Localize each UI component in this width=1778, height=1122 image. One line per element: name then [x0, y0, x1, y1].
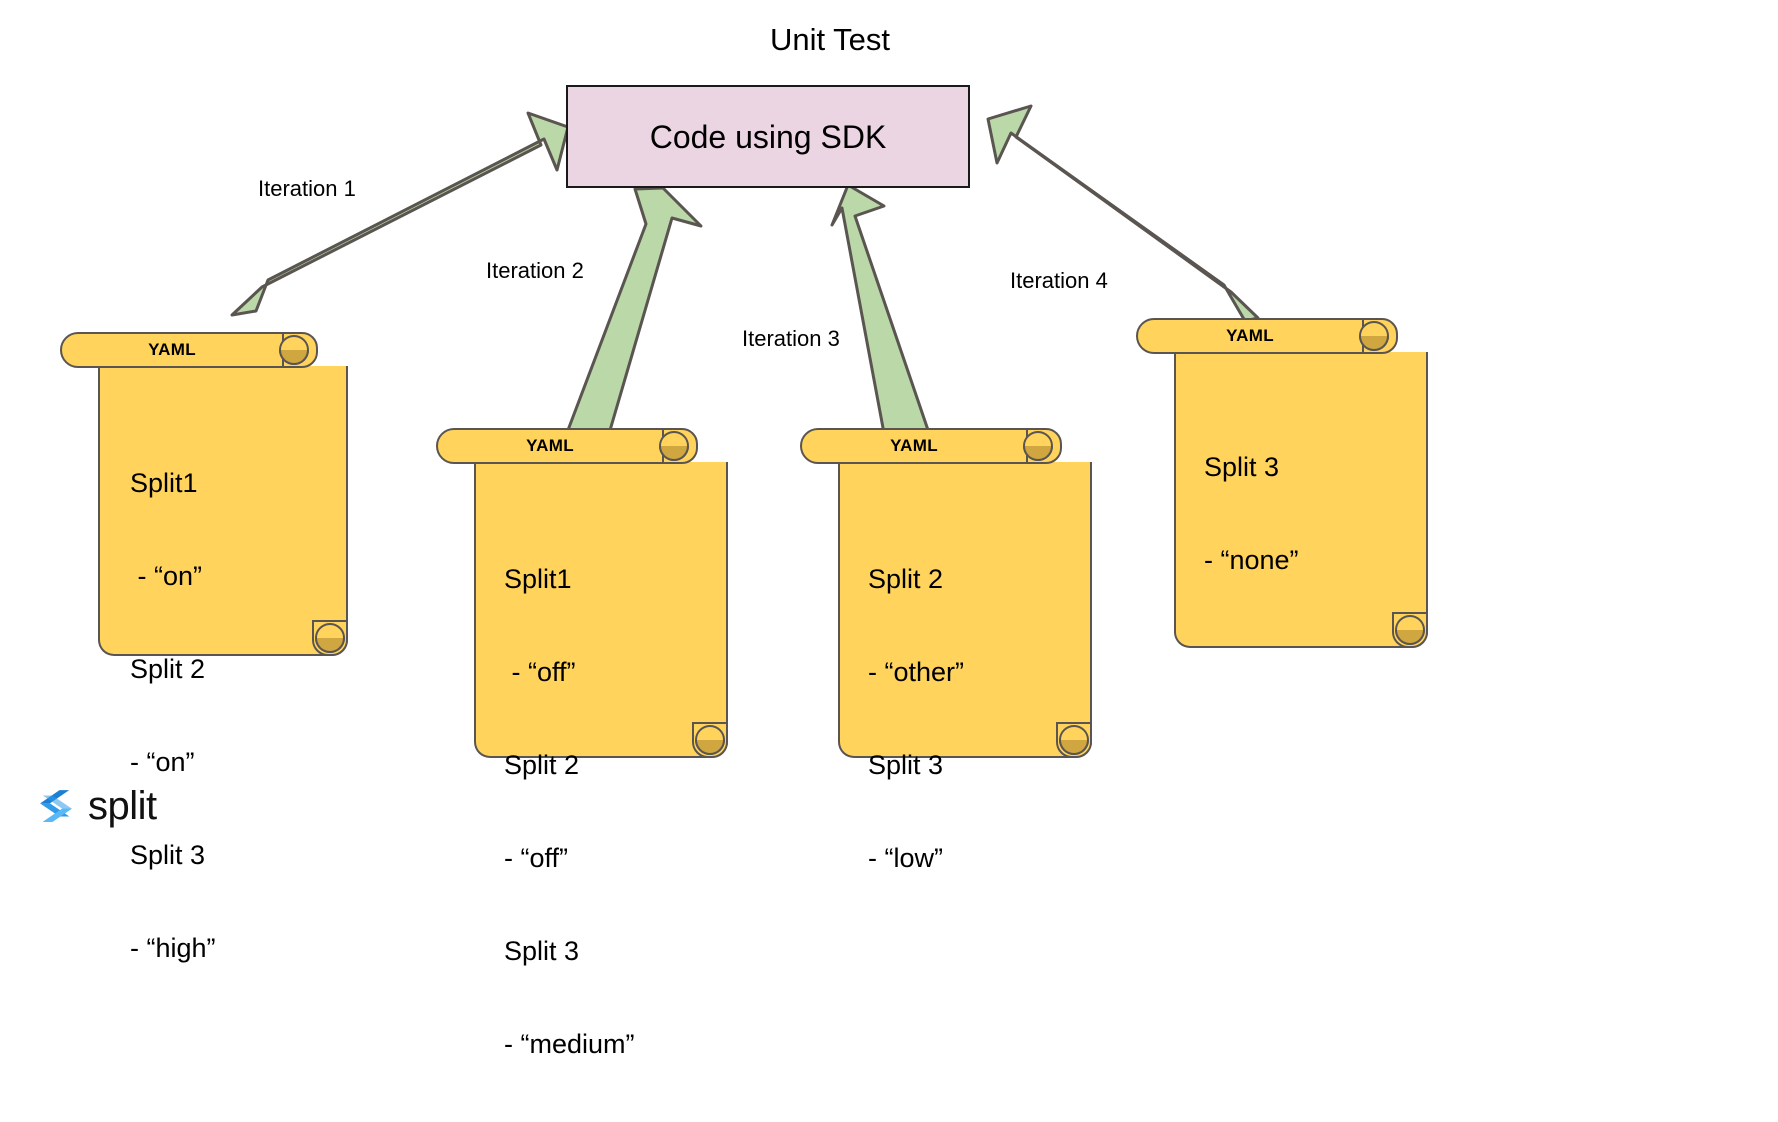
yaml-line: - “high” [130, 933, 216, 963]
yaml-line: - “on” [130, 561, 203, 591]
process-box-label: Code using SDK [649, 118, 887, 155]
yaml-line: Split1 [130, 468, 198, 498]
yaml-document-2-content: Split1 - “off” Split 2 - “off” Split 3 -… [504, 502, 635, 1122]
diagram-canvas: Unit Test Code using SDK Iteration 1 Ite… [34, 22, 1436, 1059]
yaml-document-2-type-label: YAML [526, 436, 574, 455]
yaml-document-4-header: YAML [1136, 318, 1380, 354]
diagram-title: Unit Test [769, 22, 891, 57]
yaml-document-2-header: YAML [436, 428, 680, 464]
yaml-document-1-content: Split1 - “on” Split 2 - “on” Split 3 - “… [130, 406, 216, 1026]
yaml-document-4-body [1174, 352, 1428, 648]
yaml-line: - “medium” [504, 1029, 635, 1059]
yaml-document-1[interactable]: YAML Split1 - “on” Split 2 - “on” Split … [60, 332, 355, 963]
yaml-document-3-type-label: YAML [890, 436, 938, 455]
yaml-line: Split 2 [504, 750, 580, 780]
yaml-document-4[interactable]: YAML Split 3 - “none” [1136, 318, 1436, 648]
yaml-document-2-body [474, 462, 728, 758]
arrow-iteration-3 [830, 183, 930, 446]
process-box-code-using-sdk[interactable]: Code using SDK [566, 85, 970, 188]
yaml-document-1-header: YAML [60, 332, 300, 368]
yaml-document-3[interactable]: YAML Split 2 - “other” Split 3 - “low” [800, 428, 1100, 873]
yaml-line: Split1 [504, 564, 572, 594]
edge-label-iteration-1: Iteration 1 [258, 176, 356, 201]
yaml-document-3-header: YAML [800, 428, 1044, 464]
yaml-line: Split 2 [130, 654, 206, 684]
brand-wordmark: split [88, 784, 157, 828]
yaml-line: Split 3 [130, 840, 206, 870]
yaml-line: - “on” [130, 747, 195, 777]
arrow-iteration-2 [563, 186, 703, 446]
yaml-line: Split 3 [504, 936, 580, 966]
yaml-document-4-type-label: YAML [1226, 326, 1274, 345]
yaml-line: Split 2 [868, 564, 944, 594]
yaml-line: - “none” [1204, 545, 1299, 575]
edge-label-iteration-4: Iteration 4 [1010, 268, 1108, 293]
yaml-document-3-body [838, 462, 1092, 758]
yaml-line: - “other” [868, 657, 965, 687]
yaml-line: Split 3 [868, 750, 944, 780]
yaml-line: - “off” [504, 843, 569, 873]
edge-label-iteration-3: Iteration 3 [742, 326, 840, 351]
yaml-line: - “off” [504, 657, 576, 687]
yaml-document-4-content: Split 3 - “none” [1204, 390, 1299, 638]
yaml-document-1-body [98, 366, 348, 656]
yaml-line: - “low” [868, 843, 943, 873]
yaml-document-2[interactable]: YAML Split1 - “off” Split 2 - “off” Spli… [436, 428, 736, 1059]
arrow-iteration-1 [230, 111, 570, 317]
yaml-document-1-type-label: YAML [148, 340, 196, 359]
yaml-document-3-content: Split 2 - “other” Split 3 - “low” [868, 502, 964, 936]
yaml-line: Split 3 [1204, 452, 1280, 482]
edge-label-iteration-2: Iteration 2 [486, 258, 584, 283]
split-chevron-logo-icon [40, 790, 72, 822]
brand-logo: split [34, 778, 184, 834]
